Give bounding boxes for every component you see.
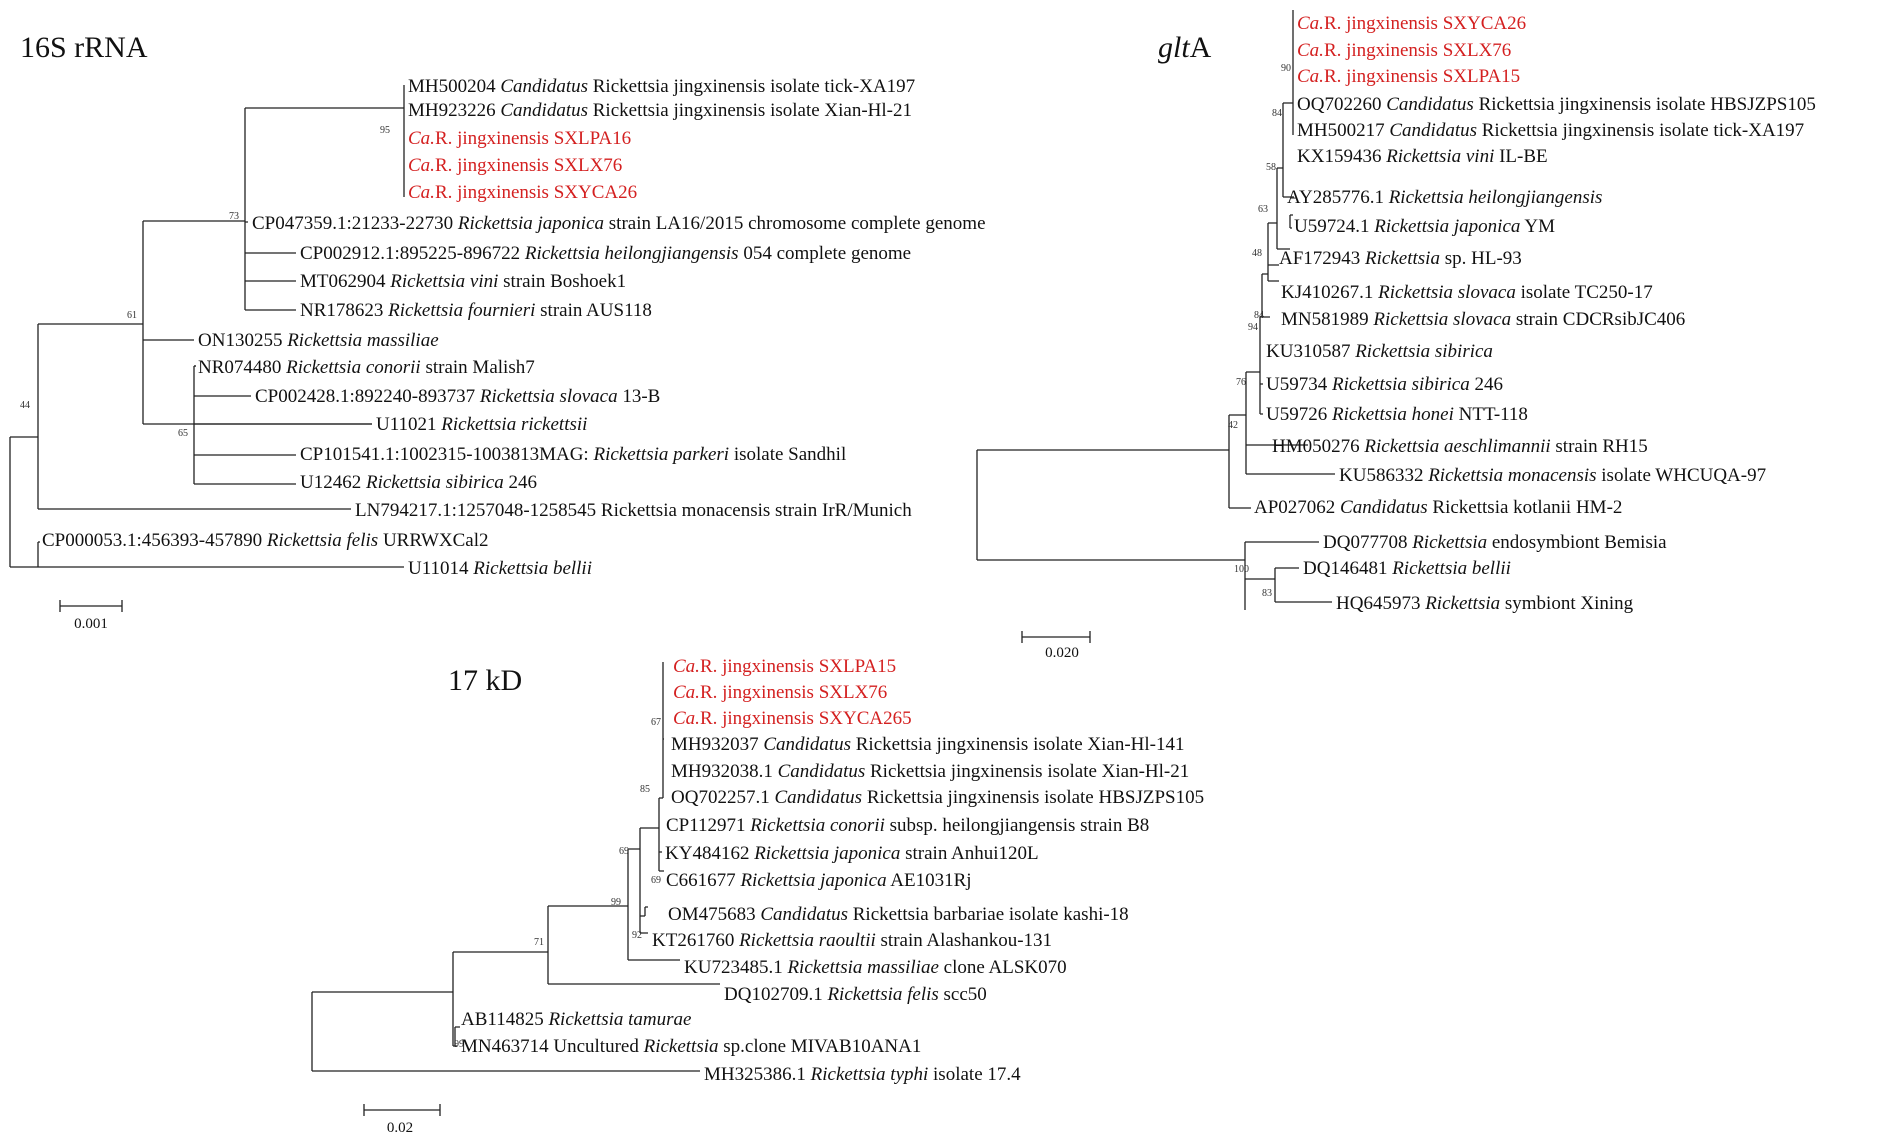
scale-bar-label-17kd: 0.02 bbox=[387, 1120, 413, 1136]
bootstrap-label: 92 bbox=[632, 930, 642, 941]
bootstrap-label: 100 bbox=[1234, 564, 1249, 575]
taxon-label-highlighted: Ca.R. jingxinensis SXYCA26 bbox=[408, 182, 637, 203]
taxon-label: U59726 Rickettsia honei NTT-118 bbox=[1266, 404, 1528, 425]
taxon-label: CP112971 Rickettsia conorii subsp. heilo… bbox=[666, 815, 1149, 836]
bootstrap-label: 42 bbox=[1228, 420, 1238, 431]
tree-16s-rrna: 16S rRNA 95 73 61 65 44 MH500204 Candida… bbox=[9, 31, 986, 632]
taxon-label: MN463714 Uncultured Rickettsia sp.clone … bbox=[461, 1036, 921, 1057]
taxon-label-highlighted: Ca.R. jingxinensis SXLX76 bbox=[673, 682, 887, 703]
scale-bar-17kd bbox=[363, 1104, 441, 1116]
bootstrap-label: 63 bbox=[1258, 204, 1268, 215]
taxon-label: KU586332 Rickettsia monacensis isolate W… bbox=[1339, 465, 1766, 486]
taxon-label: AP027062 Candidatus Rickettsia kotlanii … bbox=[1254, 497, 1622, 518]
bootstrap-label: 69 bbox=[651, 875, 661, 886]
bootstrap-label: 76 bbox=[1236, 377, 1246, 388]
taxon-label: DQ077708 Rickettsia endosymbiont Bemisia bbox=[1323, 532, 1667, 553]
taxon-label: CP047359.1:21233-22730 Rickettsia japoni… bbox=[252, 213, 986, 234]
taxon-label: AY285776.1 Rickettsia heilongjiangensis bbox=[1287, 187, 1602, 208]
bootstrap-label: 67 bbox=[651, 717, 661, 728]
taxon-label: U59734 Rickettsia sibirica 246 bbox=[1266, 374, 1503, 395]
bootstrap-label: 69 bbox=[619, 846, 629, 857]
taxon-label: OQ702257.1 Candidatus Rickettsia jingxin… bbox=[671, 787, 1204, 808]
bootstrap-label: 58 bbox=[1266, 162, 1276, 173]
tree-glta: gltA 90 84 58 63 48 84 94 76 42 100 83 C… bbox=[976, 10, 1816, 661]
taxon-label: U59724.1 Rickettsia japonica YM bbox=[1294, 216, 1555, 237]
taxon-labels-16s: MH500204 Candidatus Rickettsia jingxinen… bbox=[42, 76, 986, 579]
scale-bar-glta bbox=[1021, 631, 1091, 643]
taxon-label: CP002912.1:895225-896722 Rickettsia heil… bbox=[300, 243, 911, 264]
taxon-label: MH932037 Candidatus Rickettsia jingxinen… bbox=[671, 734, 1185, 755]
tree-branches-16s bbox=[9, 85, 405, 568]
taxon-label: NR178623 Rickettsia fournieri strain AUS… bbox=[300, 300, 652, 321]
taxon-label-highlighted: Ca.R. jingxinensis SXLX76 bbox=[1297, 40, 1511, 61]
taxon-label: MH500217 Candidatus Rickettsia jingxinen… bbox=[1297, 120, 1804, 141]
taxon-label-highlighted: Ca.R. jingxinensis SXLX76 bbox=[408, 155, 622, 176]
bootstrap-label: 48 bbox=[1252, 248, 1262, 259]
taxon-label: KY484162 Rickettsia japonica strain Anhu… bbox=[665, 843, 1039, 864]
bootstrap-label: 84 bbox=[1272, 108, 1282, 119]
bootstrap-label: 85 bbox=[640, 784, 650, 795]
taxon-label: AF172943 Rickettsia sp. HL-93 bbox=[1279, 248, 1522, 269]
taxon-label: NR074480 Rickettsia conorii strain Malis… bbox=[198, 357, 535, 378]
bootstrap-label: 61 bbox=[127, 310, 137, 321]
bootstrap-label: 84 bbox=[1254, 310, 1264, 321]
taxon-label: KU723485.1 Rickettsia massiliae clone AL… bbox=[684, 957, 1067, 978]
taxon-label: CP101541.1:1002315-1003813MAG: Rickettsi… bbox=[300, 444, 846, 465]
taxon-label-highlighted: Ca.R. jingxinensis SXLPA15 bbox=[673, 656, 896, 677]
taxon-label: MH500204 Candidatus Rickettsia jingxinen… bbox=[408, 76, 915, 97]
bootstrap-label: 94 bbox=[1248, 322, 1258, 333]
bootstrap-label: 90 bbox=[1281, 63, 1291, 74]
tree-title-16s: 16S rRNA bbox=[20, 31, 148, 64]
taxon-label: KX159436 Rickettsia vini IL-BE bbox=[1297, 146, 1548, 167]
taxon-label: MH325386.1 Rickettsia typhi isolate 17.4 bbox=[704, 1064, 1021, 1085]
taxon-label: C661677 Rickettsia japonica AE1031Rj bbox=[666, 870, 972, 891]
bootstrap-label: 44 bbox=[20, 400, 30, 411]
taxon-label: HM050276 Rickettsia aeschlimannii strain… bbox=[1272, 436, 1648, 457]
bootstrap-label: 73 bbox=[229, 211, 239, 222]
bootstrap-label: 71 bbox=[534, 937, 544, 948]
scale-bar-label-glta: 0.020 bbox=[1045, 645, 1079, 661]
taxon-label: KT261760 Rickettsia raoultii strain Alas… bbox=[652, 930, 1052, 951]
taxon-label: U11014 Rickettsia bellii bbox=[408, 558, 592, 579]
taxon-label: CP002428.1:892240-893737 Rickettsia slov… bbox=[255, 386, 660, 407]
taxon-label: MN581989 Rickettsia slovaca strain CDCRs… bbox=[1281, 309, 1685, 330]
bootstrap-label: 99 bbox=[454, 1039, 464, 1050]
taxon-label: LN794217.1:1257048-1258545 Rickettsia mo… bbox=[355, 500, 912, 521]
taxon-label: U11021 Rickettsia rickettsii bbox=[376, 414, 587, 435]
taxon-label: MT062904 Rickettsia vini strain Boshoek1 bbox=[300, 271, 626, 292]
tree-branches-17kd bbox=[311, 662, 720, 1072]
taxon-label: HQ645973 Rickettsia symbiont Xining bbox=[1336, 593, 1634, 614]
taxon-label: OQ702260 Candidatus Rickettsia jingxinen… bbox=[1297, 94, 1816, 115]
tree-17kd: 17 kD 67 85 69 69 99 92 71 99 Ca.R. jing… bbox=[311, 656, 1204, 1136]
tree-title-17kd: 17 kD bbox=[448, 664, 522, 697]
taxon-label: DQ146481 Rickettsia bellii bbox=[1303, 558, 1511, 579]
tree-branches-glta bbox=[976, 10, 1335, 610]
tree-title-glta: gltA bbox=[1158, 31, 1212, 64]
taxon-label: MH923226 Candidatus Rickettsia jingxinen… bbox=[408, 100, 912, 121]
scale-bar-label-16s: 0.001 bbox=[74, 616, 108, 632]
taxon-label: DQ102709.1 Rickettsia felis scc50 bbox=[724, 984, 987, 1005]
taxon-label: CP000053.1:456393-457890 Rickettsia feli… bbox=[42, 530, 489, 551]
bootstrap-label: 99 bbox=[611, 897, 621, 908]
taxon-label: OM475683 Candidatus Rickettsia barbariae… bbox=[668, 904, 1129, 925]
bootstrap-label: 83 bbox=[1262, 588, 1272, 599]
taxon-label: MH932038.1 Candidatus Rickettsia jingxin… bbox=[671, 761, 1189, 782]
taxon-label: AB114825 Rickettsia tamurae bbox=[461, 1009, 691, 1030]
bootstrap-label: 65 bbox=[178, 428, 188, 439]
taxon-label: KU310587 Rickettsia sibirica bbox=[1266, 341, 1493, 362]
bootstrap-label: 95 bbox=[380, 125, 390, 136]
taxon-label: U12462 Rickettsia sibirica 246 bbox=[300, 472, 537, 493]
taxon-label-highlighted: Ca.R. jingxinensis SXLPA15 bbox=[1297, 66, 1520, 87]
taxon-label: ON130255 Rickettsia massiliae bbox=[198, 330, 439, 351]
taxon-label-highlighted: Ca.R. jingxinensis SXYCA26 bbox=[1297, 13, 1526, 34]
scale-bar-16s bbox=[59, 600, 123, 612]
taxon-label-highlighted: Ca.R. jingxinensis SXYCA265 bbox=[673, 708, 912, 729]
taxon-label-highlighted: Ca.R. jingxinensis SXLPA16 bbox=[408, 128, 631, 149]
taxon-label: KJ410267.1 Rickettsia slovaca isolate TC… bbox=[1281, 282, 1653, 303]
